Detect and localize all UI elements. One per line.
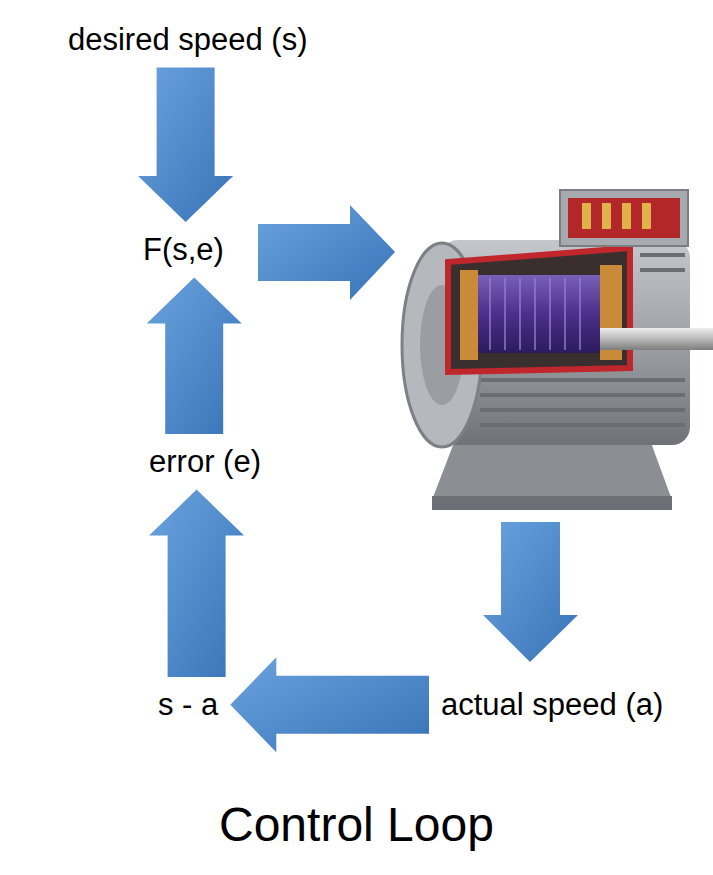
caption: Control Loop — [219, 797, 494, 852]
node-label: desired speed (s) — [68, 22, 308, 58]
block-arrow — [230, 657, 429, 752]
block-arrow — [483, 522, 578, 662]
block-arrow — [147, 278, 242, 434]
node-label: F(s,e) — [143, 232, 224, 268]
block-arrow — [149, 490, 244, 677]
text-node: s - a — [152, 683, 224, 727]
text-node: actual speed (a) — [435, 683, 669, 727]
electric-motor — [402, 190, 713, 510]
block-arrow — [138, 68, 233, 222]
text-node: error (e) — [143, 440, 267, 484]
text-node: F(s,e) — [137, 228, 230, 272]
node-label: s - a — [158, 687, 218, 723]
text-node: desired speed (s) — [62, 18, 314, 62]
block-arrow — [258, 205, 395, 300]
node-label: error (e) — [149, 444, 261, 480]
node-label: actual speed (a) — [441, 687, 663, 723]
